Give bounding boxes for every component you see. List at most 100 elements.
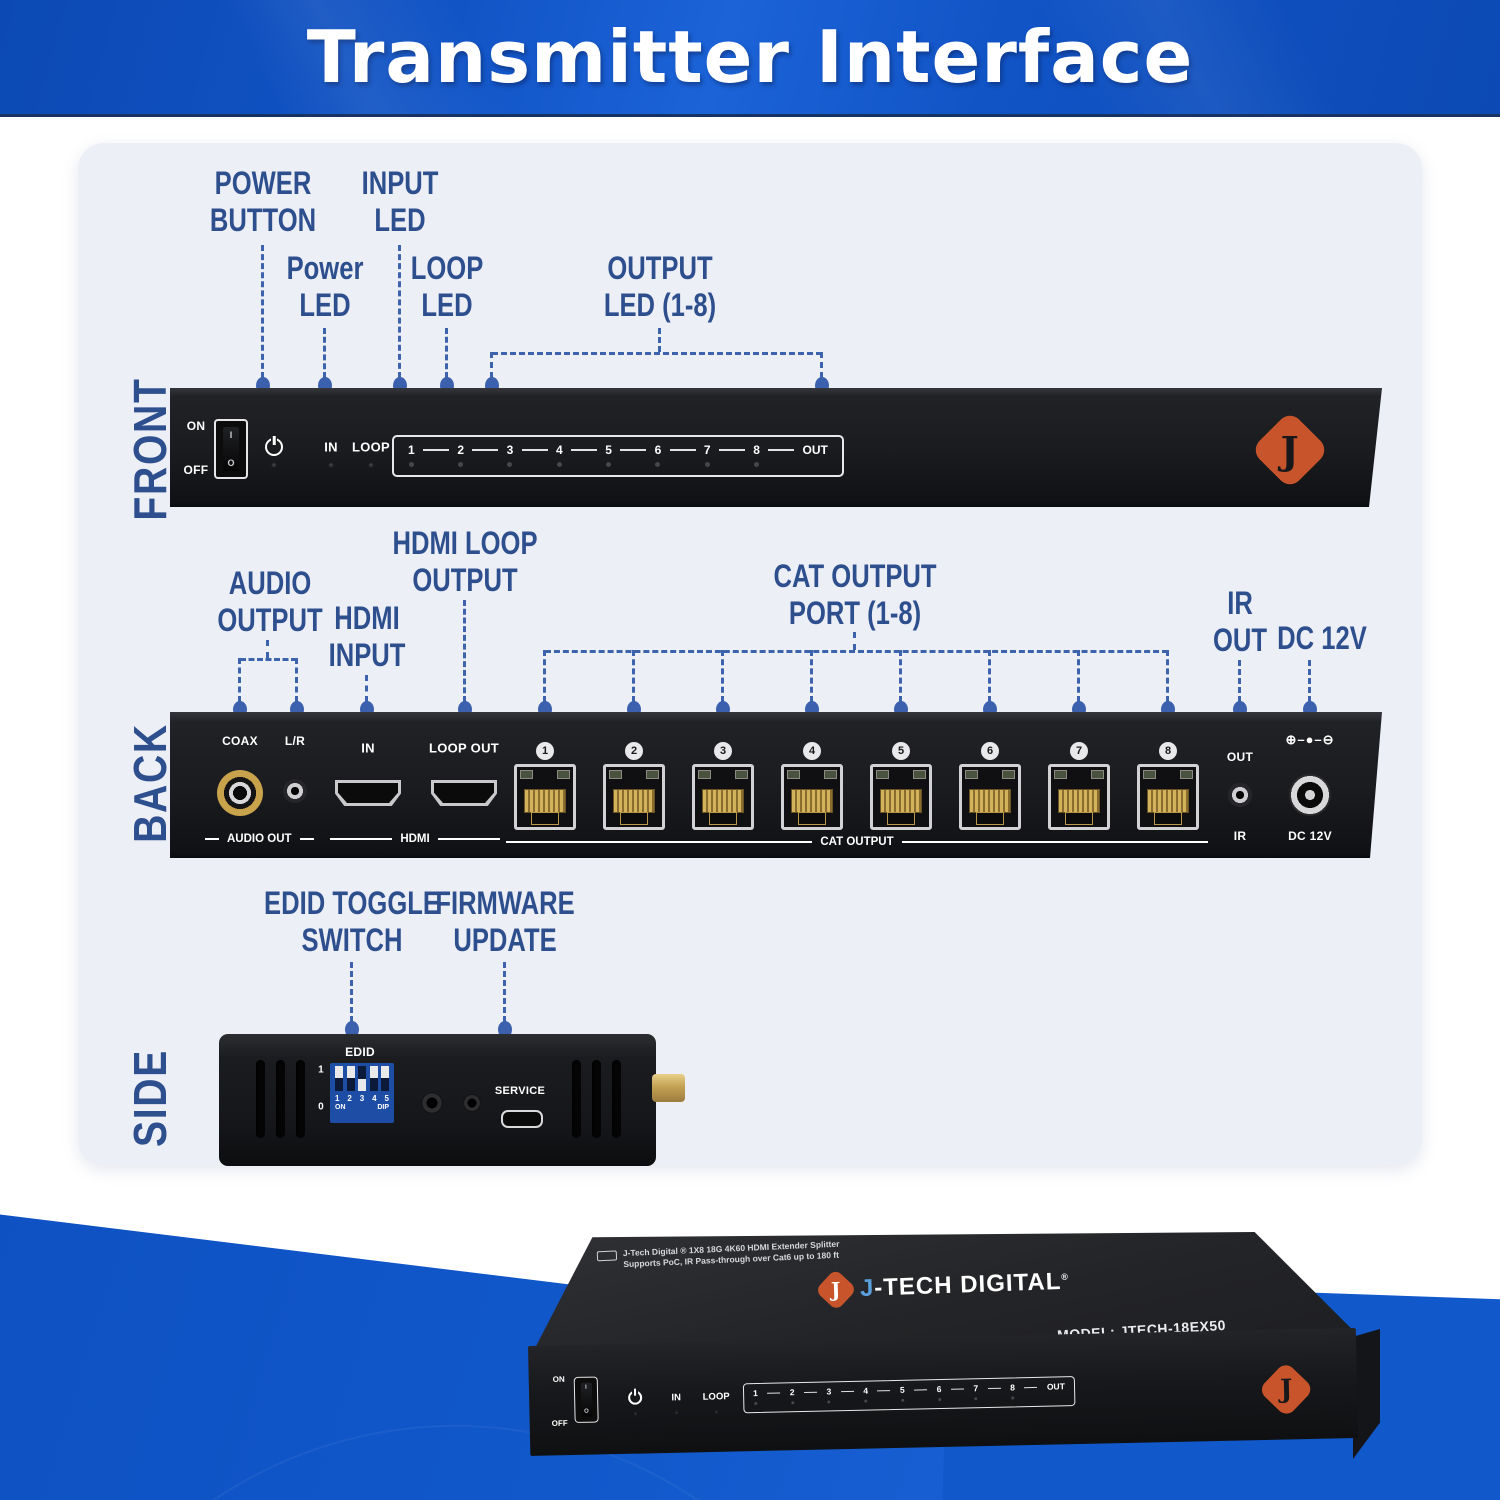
power-icon xyxy=(265,436,283,456)
led-number: 7 xyxy=(973,1383,979,1394)
output-led-8: 8 xyxy=(1010,1382,1016,1400)
port-number: 7 xyxy=(1070,742,1088,760)
dip-numbers: 1 2 3 4 5 xyxy=(335,1094,389,1103)
callout-line: BUTTON xyxy=(209,202,317,238)
rj45-port xyxy=(692,764,754,830)
led-dash xyxy=(877,1389,891,1392)
product-photo: J-Tech Digital ® 1X8 18G 4K60 HDMI Exten… xyxy=(515,1232,1380,1472)
cat-port-5: 5 xyxy=(870,742,932,830)
led-number: 6 xyxy=(936,1383,942,1395)
connector-line xyxy=(266,640,269,658)
rule-line xyxy=(330,838,393,840)
brand-reg: ® xyxy=(1061,1271,1070,1282)
product-brand: J J-TECH DIGITAL® xyxy=(814,1267,1070,1312)
rj45-port xyxy=(1137,764,1199,830)
brand-j: J xyxy=(859,1274,875,1302)
dip-0-mark: 0 xyxy=(318,1101,324,1113)
power-rocker-switch: I O xyxy=(214,419,248,479)
led-dash xyxy=(1024,1386,1038,1389)
led-number: 2 xyxy=(789,1387,795,1398)
power-on-label: ON xyxy=(552,1374,565,1384)
callout-line: LOOP xyxy=(410,250,484,286)
callout-line: LED (1-8) xyxy=(603,287,717,323)
output-led-4: 4 xyxy=(556,444,563,467)
rule-line xyxy=(205,838,219,840)
output-led-4: 4 xyxy=(863,1386,868,1403)
vent-slot xyxy=(256,1060,265,1138)
connector-line xyxy=(261,245,264,378)
led-hole xyxy=(937,1398,941,1402)
output-led-7: 7 xyxy=(704,444,711,467)
cat-port-1: 1 xyxy=(514,742,576,830)
vent-slot xyxy=(572,1060,581,1138)
vent-slot xyxy=(612,1060,621,1138)
connector-line xyxy=(721,650,724,702)
connector-line xyxy=(240,658,297,661)
connector-line xyxy=(350,962,353,1022)
loop-led xyxy=(368,462,374,468)
dip-toggle-3 xyxy=(358,1066,366,1091)
dip-number: 2 xyxy=(347,1094,352,1103)
connector-line xyxy=(543,650,546,702)
led-hole xyxy=(901,1398,905,1402)
audio-out-text: AUDIO OUT xyxy=(227,833,292,845)
dip-toggle-2 xyxy=(346,1066,355,1091)
connector-line xyxy=(545,650,1168,653)
led-hole xyxy=(507,462,513,467)
jtech-logo-icon: J xyxy=(814,1268,858,1312)
dc-power-jack xyxy=(1289,774,1331,816)
connector-line xyxy=(295,658,298,702)
loop-label: LOOP xyxy=(351,439,391,455)
port-number: 6 xyxy=(981,742,999,760)
led-dash xyxy=(472,449,499,451)
output-led-2: 2 xyxy=(789,1387,795,1405)
title-banner: Transmitter Interface xyxy=(0,0,1500,114)
callout-line: INPUT xyxy=(328,637,406,673)
rule-line xyxy=(437,838,501,840)
side-view-label: SIDE xyxy=(124,1048,176,1148)
connector-dot xyxy=(345,1021,359,1038)
edid-dip-switch: 1 2 3 4 5 ON DIP xyxy=(330,1063,394,1123)
rule-line xyxy=(506,841,813,843)
connector-line xyxy=(658,328,661,352)
led-hole xyxy=(408,462,414,467)
rule-line xyxy=(901,841,1209,843)
connector-line xyxy=(820,352,823,378)
callout-line: LED xyxy=(374,202,426,238)
product-top-text: J-Tech Digital ® 1X8 18G 4K60 HDMI Exten… xyxy=(596,1238,840,1271)
rj45-port xyxy=(870,764,932,830)
led-hole xyxy=(864,1399,868,1403)
connector-line xyxy=(1166,650,1169,702)
service-usb-port xyxy=(501,1110,543,1128)
connector-line xyxy=(490,352,493,378)
connector-line xyxy=(1308,660,1311,702)
front-output-led-panel: 1 2 3 4 5 6 7 8 OUT xyxy=(392,435,844,477)
connector-line xyxy=(853,632,856,650)
led-number: 8 xyxy=(1010,1382,1016,1393)
led-number: 1 xyxy=(752,1387,758,1399)
lr-label: L/R xyxy=(284,734,306,748)
out-label: OUT xyxy=(802,443,828,457)
rocker-on-mark: I xyxy=(585,1384,587,1391)
led-number: 8 xyxy=(753,443,760,457)
callout-line: LED xyxy=(421,287,473,323)
rj45-port xyxy=(959,764,1021,830)
led-hole xyxy=(458,462,464,467)
vent-slot xyxy=(296,1060,305,1138)
dip-toggle-row xyxy=(335,1066,389,1091)
led-dash xyxy=(767,1392,781,1394)
hdmi-text: HDMI xyxy=(400,833,430,845)
loop-out-label: LOOP OUT xyxy=(428,740,500,756)
ir-out-jack xyxy=(1228,783,1252,807)
led-dash xyxy=(521,449,548,451)
service-label: SERVICE xyxy=(494,1085,546,1097)
callout-line: CAT OUTPUT xyxy=(773,558,937,594)
hdmi-loop-out-port xyxy=(431,780,497,806)
led-number: 2 xyxy=(457,443,464,457)
